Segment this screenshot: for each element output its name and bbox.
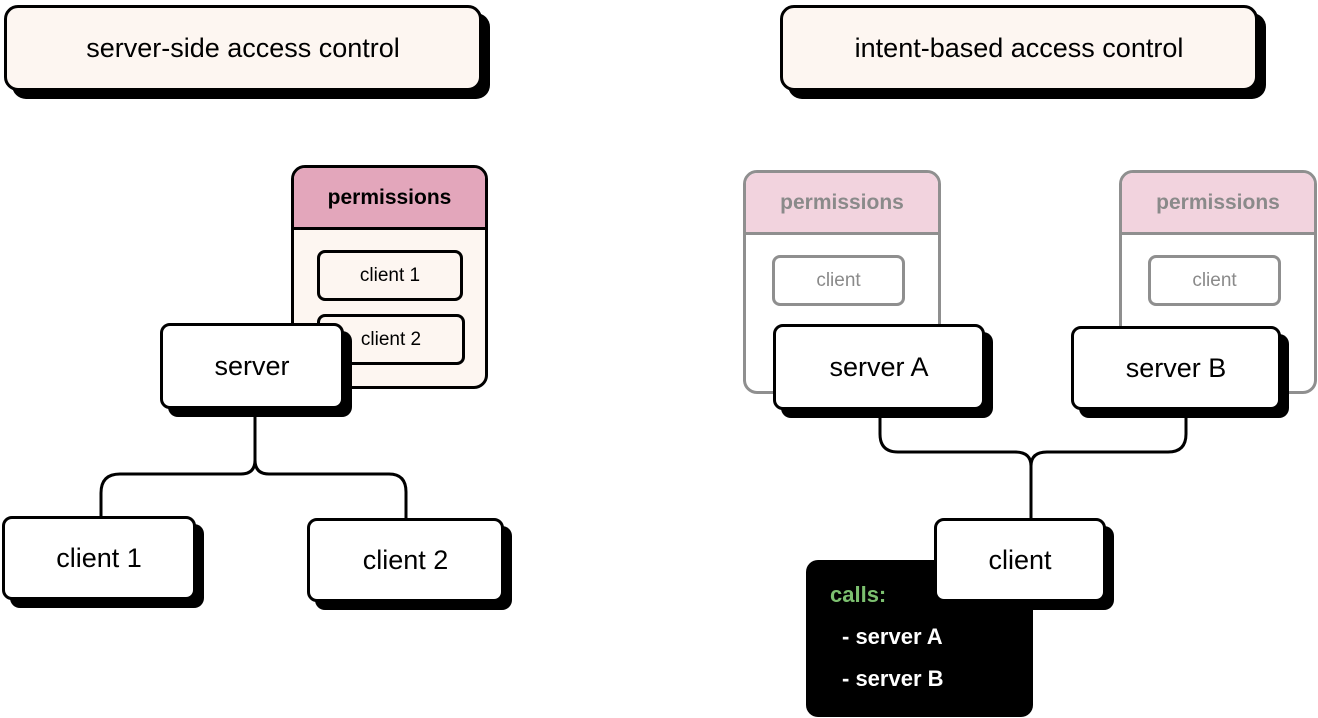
right-permissions-header-a: permissions [746,173,938,235]
left-client-2-node: client 2 [307,518,504,602]
right-title-box: intent-based access control [780,5,1258,91]
calls-item-server-a: - server A [842,624,943,649]
left-title-box: server-side access control [4,5,482,91]
right-permissions-label-a: permissions [780,190,904,214]
left-client-2-label: client 2 [362,544,449,575]
right-title: intent-based access control [854,32,1184,63]
left-permissions-header: permissions [294,168,485,230]
left-server-label: server [214,350,290,381]
right-tree-connector [878,412,1188,518]
left-title: server-side access control [86,32,400,63]
calls-item-server-b: - server B [842,666,944,691]
right-permissions-label-b: permissions [1156,190,1280,214]
right-permissions-header-b: permissions [1122,173,1314,235]
right-permission-client-a: client [772,255,905,306]
right-permission-client-b: client [1148,255,1281,306]
left-tree-connector [99,410,408,518]
right-server-a-node: server A [773,324,985,410]
left-client-1-node: client 1 [2,516,196,600]
right-client-node: client [934,518,1106,602]
left-permission-client-1-label: client 1 [359,264,421,286]
right-server-a-label: server A [829,351,929,382]
calls-label: calls: [830,582,887,607]
right-permission-client-a-label: client [816,269,861,291]
left-server-node: server [160,323,344,409]
left-permission-client-1: client 1 [317,250,463,301]
left-permissions-label: permissions [327,185,452,209]
left-permission-client-2-label: client 2 [360,328,422,350]
right-server-b-label: server B [1125,352,1227,383]
right-client-label: client [988,544,1052,575]
right-server-b-node: server B [1071,326,1281,410]
left-client-1-label: client 1 [56,542,142,573]
right-permission-client-b-label: client [1192,269,1237,291]
